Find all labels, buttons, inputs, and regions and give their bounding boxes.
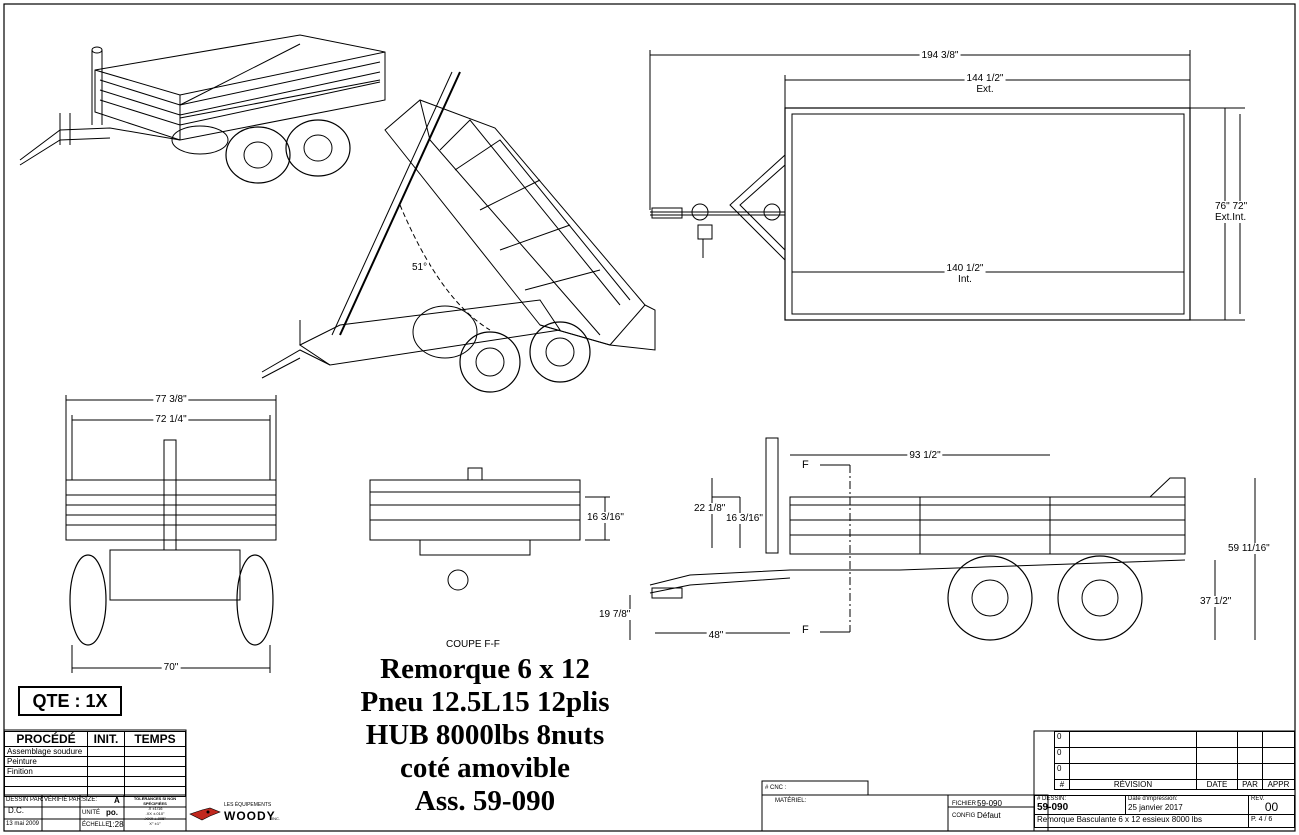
config-label: CONFIG :: [952, 813, 979, 819]
unite-label: UNITÉ: [82, 810, 100, 816]
section-caption: COUPE F-F: [446, 639, 500, 650]
tolerance-line: .XX ±.010": [145, 811, 165, 816]
dim-top-int-label: Int.: [956, 274, 974, 285]
brand-name: WOODY: [224, 809, 276, 823]
dim-top-int-len: 140 1/2": [944, 263, 986, 274]
date-impression-label: Date d'impression:: [1128, 796, 1178, 802]
procede-row: Peinture: [4, 756, 88, 767]
drawing-description: Remorque Basculante 6 x 12 essieux 8000 …: [1034, 814, 1249, 828]
drawing-title: Remorque 6 x 12 Pneu 12.5L15 12plis HUB …: [320, 653, 650, 818]
title-line-1: Remorque 6 x 12: [380, 653, 590, 685]
cnc-label: # CNC :: [765, 785, 787, 791]
title-line-2: Pneu 12.5L15 12plis: [360, 686, 610, 718]
procede-row: Assemblage soudure: [4, 746, 88, 757]
title-line-5: Ass. 59-090: [414, 785, 556, 817]
procede-row: [4, 786, 88, 797]
side-view: [629, 437, 1256, 641]
dim-side-93: 93 1/2": [907, 450, 943, 461]
rev-row-number: 0: [1054, 731, 1070, 748]
temps-header: TEMPS: [124, 731, 186, 747]
date-impression-value: 25 janvier 2017: [1128, 803, 1183, 812]
fichier-value: 59-090: [977, 799, 1002, 808]
dim-top-overall: 194 3/8": [919, 50, 961, 61]
config-value: Défaut: [977, 811, 1001, 820]
tolerances-title: TOLÉRANCES SI NON SPÉCIFIÉES: [133, 796, 177, 806]
front-view: [65, 395, 277, 673]
rev-col-number: #: [1054, 779, 1070, 790]
section-mark-bottom: F: [802, 624, 809, 636]
page-number: P. 4 / 6: [1248, 814, 1295, 828]
dim-side-22: 22 1/8": [692, 503, 728, 514]
quantity-box: QTE : 1X: [18, 686, 122, 716]
rev-col-revision: RÉVISION: [1069, 779, 1197, 790]
procede-row: [4, 776, 88, 787]
dim-top-ext-len: 144 1/2": [964, 73, 1006, 84]
iso-view-dumping: [261, 71, 656, 393]
dim-side-37: 37 1/2": [1198, 596, 1234, 607]
dim-front-overall: 77 3/8": [153, 394, 189, 405]
section-mark-top: F: [802, 459, 809, 471]
sheet-border: [3, 3, 1296, 832]
rev-value: 00: [1264, 800, 1279, 814]
size-value: A: [114, 796, 120, 805]
dim-section-height: 16 3/16": [585, 512, 626, 523]
dim-top-ext-label: Ext.: [974, 84, 996, 95]
fichier-label: FICHIER :: [952, 801, 980, 807]
woodpecker-logo-icon: [189, 807, 221, 821]
no-dessin-value: 59-090: [1037, 802, 1069, 813]
tolerance-line: .XXX ±.005": [144, 816, 166, 821]
iso-view-trailer: [19, 34, 386, 184]
dessin-par-label: DESSIN PAR:: [6, 797, 44, 803]
brand-suffix: INC.: [272, 816, 280, 821]
dim-side-16: 16 3/16": [724, 513, 765, 524]
rev-col-date: DATE: [1196, 779, 1238, 790]
echelle-value: 1:28: [108, 820, 124, 829]
size-label: SIZE:: [82, 797, 98, 803]
materiel-label: MATÉRIEL:: [775, 798, 807, 804]
tolerance-line: .X ±1/16: [147, 806, 163, 811]
angle-label: 51°: [410, 262, 430, 273]
top-view: [649, 50, 1245, 321]
dim-side-48: 48": [706, 630, 726, 641]
tolerance-line: X° ±1°: [149, 821, 161, 826]
dessin-par: D.C.: [8, 806, 24, 815]
rev-row-number: 0: [1054, 747, 1070, 764]
rev-col-par: PAR: [1237, 779, 1263, 790]
title-line-4: coté amovible: [400, 752, 570, 784]
dim-top-width: 76" 72": [1213, 201, 1250, 212]
woody-logo: LES ÉQUIPEMENTS WOODY INC.: [188, 800, 280, 828]
dim-top-width-label: Ext.Int.: [1213, 212, 1249, 223]
tolerances: TOLÉRANCES SI NON SPÉCIFIÉES .X ±1/16 .X…: [126, 796, 184, 826]
date-small: 13 mai 2009: [6, 821, 40, 827]
procede-table: PROCÉDÉ INIT. TEMPS Assemblage soudure P…: [4, 731, 186, 797]
init-header: INIT.: [87, 731, 125, 747]
dim-front-inner: 72 1/4": [153, 414, 189, 425]
no-dessin-label: # DESSIN:: [1037, 796, 1067, 802]
echelle-label: ÉCHELLE: [82, 822, 110, 828]
dim-front-track: 70": [161, 662, 181, 673]
rev-row-number: 0: [1054, 763, 1070, 780]
revision-table: 0 0 0 # RÉVISION DATE PAR APPR: [1054, 731, 1295, 790]
drawing-number-block: # DESSIN: 59-090 Date d'impression: 25 j…: [1034, 795, 1295, 828]
dim-side-59: 59 11/16": [1226, 543, 1272, 554]
procede-header: PROCÉDÉ: [4, 731, 88, 747]
procede-row: Finition: [4, 766, 88, 777]
rev-label: REV.: [1251, 796, 1265, 802]
title-line-3: HUB 8000lbs 8nuts: [365, 719, 605, 751]
rev-col-appr: APPR: [1262, 779, 1295, 790]
unite-value: po.: [106, 808, 118, 817]
section-view: [369, 467, 610, 591]
dim-side-19: 19 7/8": [597, 609, 633, 620]
verifie-label: VÉRIFIÉ PAR:: [44, 797, 83, 803]
brand-small: LES ÉQUIPEMENTS: [224, 802, 272, 808]
